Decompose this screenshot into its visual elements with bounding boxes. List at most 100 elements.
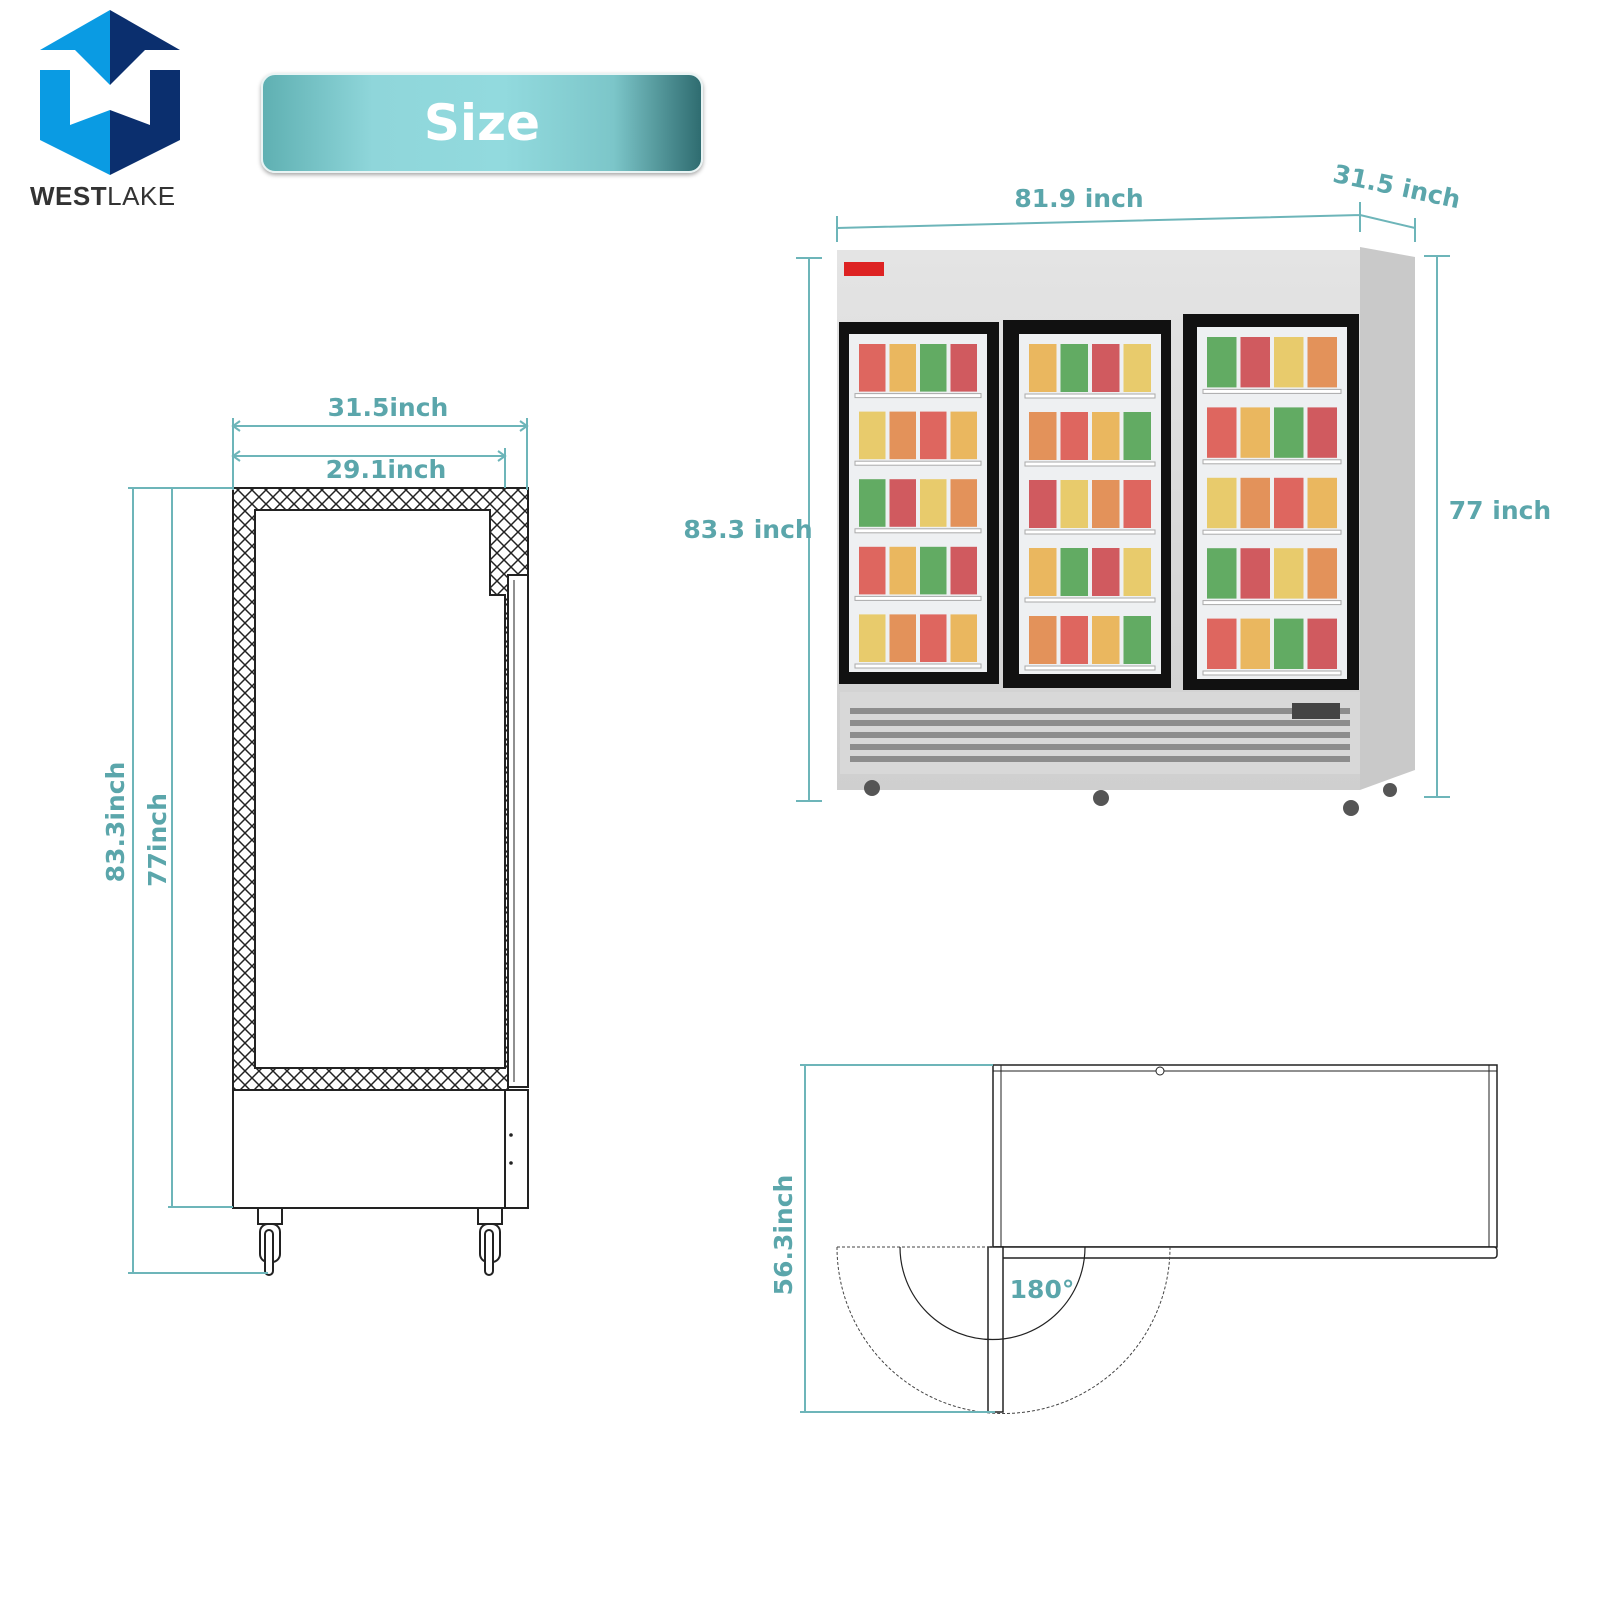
door-swing-arc (836, 1246, 1171, 1414)
product-package (1307, 337, 1337, 388)
door-angle-label: 180° (1010, 1275, 1075, 1304)
product-package (1092, 616, 1120, 664)
product-package (950, 479, 977, 527)
shelf (1202, 459, 1342, 465)
product-package (1207, 477, 1237, 529)
banner-title: Size (423, 94, 541, 152)
product-package (920, 546, 947, 595)
product-package (1029, 480, 1057, 528)
product-package (1207, 407, 1237, 458)
product-package (1240, 407, 1270, 458)
shelf (1024, 597, 1156, 603)
shelf (1202, 388, 1342, 394)
shelf (854, 663, 982, 669)
product-package (920, 344, 947, 392)
product-package (1060, 412, 1088, 460)
front-width-label: 81.9 inch (1014, 184, 1143, 213)
shelf (1024, 529, 1156, 535)
product-package (859, 411, 886, 460)
caster-icon (257, 1207, 283, 1276)
side-dimensions: 31.5inch 29.1inch 83.3inch 77inch (101, 393, 529, 1274)
brand-bold: WEST (30, 181, 108, 211)
product-package (889, 614, 916, 662)
side-door (507, 574, 529, 1088)
side-height-total-label: 83.3inch (101, 762, 130, 883)
product-package (1274, 548, 1304, 599)
product-package (859, 344, 886, 392)
brand-badge (844, 262, 884, 276)
freezer-product-image (837, 247, 1415, 816)
product-package (1240, 548, 1270, 599)
product-package (889, 546, 916, 595)
product-package (920, 479, 947, 527)
product-package (950, 614, 977, 662)
grille-slot (850, 744, 1350, 750)
grille-slot (850, 756, 1350, 762)
side-section-drawing (232, 487, 529, 1276)
front-height-total-label: 83.3 inch (683, 515, 812, 544)
open-depth-label: 56.3inch (769, 1175, 798, 1296)
size-banner: Size (261, 73, 703, 173)
product-package (1307, 477, 1337, 529)
shelf (1024, 665, 1156, 671)
product-package (950, 344, 977, 392)
product-package (1029, 412, 1057, 460)
shelf (854, 595, 982, 601)
angle-arc (899, 1246, 1086, 1341)
product-package (1092, 480, 1120, 528)
product-package (1060, 344, 1088, 392)
caster-icon (864, 780, 1397, 816)
shelf (854, 528, 982, 534)
product-package (1307, 407, 1337, 458)
shelf (1202, 529, 1342, 535)
westlake-logo-icon (40, 10, 180, 175)
product-package (1123, 616, 1151, 664)
product-package (1274, 477, 1304, 529)
product-package (889, 411, 916, 460)
product-package (1060, 548, 1088, 596)
shelf (1024, 461, 1156, 467)
shelf (1202, 600, 1342, 606)
product-package (1123, 412, 1151, 460)
product-package (859, 614, 886, 662)
product-package (1092, 412, 1120, 460)
product-package (1240, 477, 1270, 529)
product-package (859, 546, 886, 595)
product-package (1029, 344, 1057, 392)
product-package (889, 479, 916, 527)
side-height-body-label: 77inch (143, 793, 172, 887)
shelf (1024, 393, 1156, 399)
product-package (1123, 480, 1151, 528)
product-package (1092, 548, 1120, 596)
brand-name: WESTLAKE (30, 181, 176, 212)
product-package (920, 411, 947, 460)
brand-light: LAKE (107, 181, 176, 211)
product-package (859, 479, 886, 527)
product-package (889, 344, 916, 392)
product-package (1274, 618, 1304, 669)
front-depth-label: 31.5 inch (1330, 159, 1463, 214)
product-package (1240, 618, 1270, 669)
product-package (1307, 548, 1337, 599)
top-dimensions: 56.3inch 180° (769, 1064, 1075, 1413)
product-package (1092, 344, 1120, 392)
product-package (1207, 337, 1237, 388)
shelf (1202, 670, 1342, 676)
product-package (950, 546, 977, 595)
caster-icon (477, 1207, 503, 1276)
shelf (854, 460, 982, 466)
product-package (1207, 548, 1237, 599)
product-package (1274, 337, 1304, 388)
product-package (1274, 407, 1304, 458)
product-package (1060, 616, 1088, 664)
product-package (1123, 548, 1151, 596)
product-package (950, 411, 977, 460)
product-package (1123, 344, 1151, 392)
top-view-drawing (836, 1064, 1498, 1414)
product-package (1060, 480, 1088, 528)
grille-slot (850, 720, 1350, 726)
product-package (920, 614, 947, 662)
closed-door (992, 1246, 1498, 1259)
product-package (1207, 618, 1237, 669)
